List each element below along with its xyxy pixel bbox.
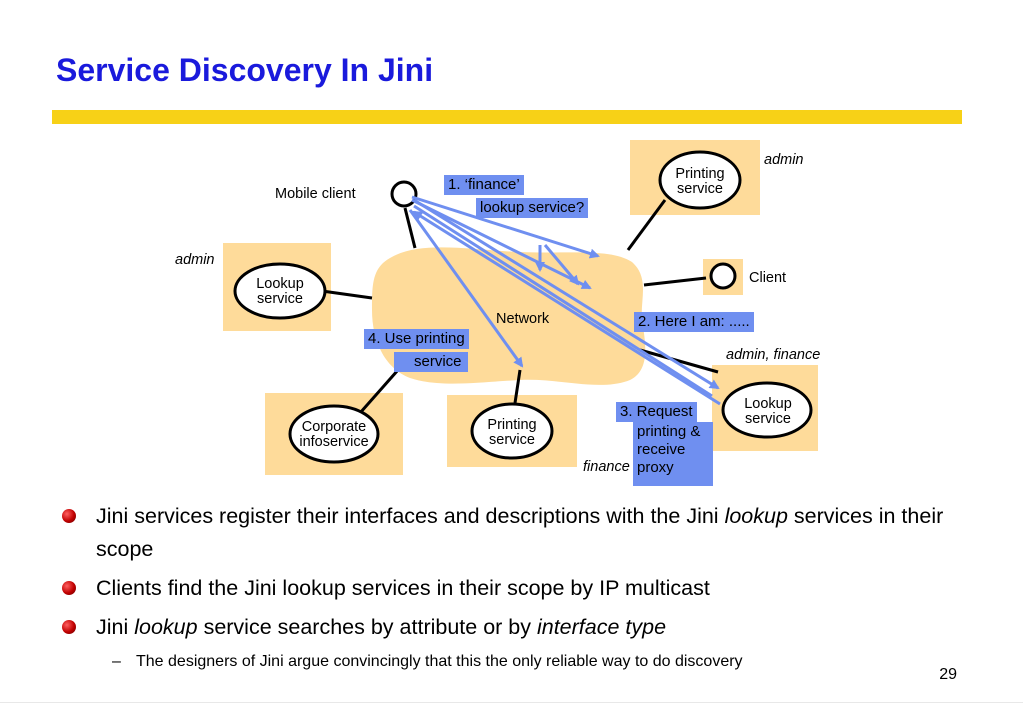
link-lookup-right-network xyxy=(639,348,719,374)
mobile-client-label: Mobile client xyxy=(275,186,356,202)
link-corporate-network xyxy=(358,369,400,414)
sub-bullet-dash: – xyxy=(112,653,121,670)
arrow-multicast-2 xyxy=(411,198,592,290)
link-printing-top-network xyxy=(626,199,667,251)
link-lookup-left-network xyxy=(321,289,373,300)
step4-line1-box: 4. Use printing xyxy=(364,329,469,349)
lookup-right-scope: admin, finance xyxy=(726,347,821,363)
step3-line1-box: 3. Request xyxy=(616,402,697,422)
lookup-left-scope: admin xyxy=(175,252,215,268)
printing-top-scope: admin xyxy=(764,152,804,168)
lookup-right-text: Lookup service xyxy=(744,396,792,427)
sub-bullet-item: – The designers of Jini argue convincing… xyxy=(60,650,980,674)
bullet-list: Jini services register their interfaces … xyxy=(60,500,980,674)
lookup-right-oval xyxy=(721,381,813,439)
printing-top-oval xyxy=(658,150,742,210)
arrow-multicast-1 xyxy=(411,195,600,259)
printing-top-text: Printing service xyxy=(675,166,725,197)
mobile-client-circle xyxy=(390,180,418,208)
arrow-request-1 xyxy=(413,198,720,390)
step1-line1-box: 1. ‘finance’ xyxy=(444,175,524,195)
lookup-left-oval xyxy=(233,262,327,320)
bullet-item: Jini services register their interfaces … xyxy=(60,500,980,566)
lookup-left-text: Lookup service xyxy=(256,276,304,307)
step3-rest-box: printing & receive proxy xyxy=(633,422,713,486)
bullet-icon xyxy=(62,509,76,523)
arrow-multicast-4 xyxy=(543,244,580,286)
link-client-network xyxy=(643,276,707,287)
corporate-oval xyxy=(288,404,380,464)
page-number: 29 xyxy=(939,666,957,683)
arrow-request-2 xyxy=(413,204,713,398)
printing-bottom-oval xyxy=(470,402,554,460)
bullet-icon xyxy=(62,581,76,595)
step2-box: 2. Here I am: ..... xyxy=(634,312,754,332)
client-label: Client xyxy=(749,270,787,286)
link-mobile-network xyxy=(403,207,417,249)
printing-bottom-text: Printing service xyxy=(487,417,537,448)
slide-title: Service Discovery In Jini xyxy=(56,52,434,88)
printing-bottom-scope: finance xyxy=(583,459,630,475)
link-printing-bottom-network xyxy=(513,369,522,404)
corporate-text: Corporate infoservice xyxy=(299,419,369,450)
bullet-item: Clients find the Jini lookup services in… xyxy=(60,572,980,605)
bullet-item: Jini lookup service searches by attribut… xyxy=(60,611,980,644)
network-label: Network xyxy=(496,311,550,327)
footer-divider xyxy=(0,702,1023,703)
client-circle xyxy=(709,262,737,290)
title-underline-bar xyxy=(52,110,962,124)
arrow-use-printing xyxy=(408,209,524,368)
step1-line2-box: lookup service? xyxy=(476,198,589,218)
arrow-reply xyxy=(412,210,721,406)
bullet-icon xyxy=(62,620,76,634)
step4-line2-box: service xyxy=(394,352,468,372)
